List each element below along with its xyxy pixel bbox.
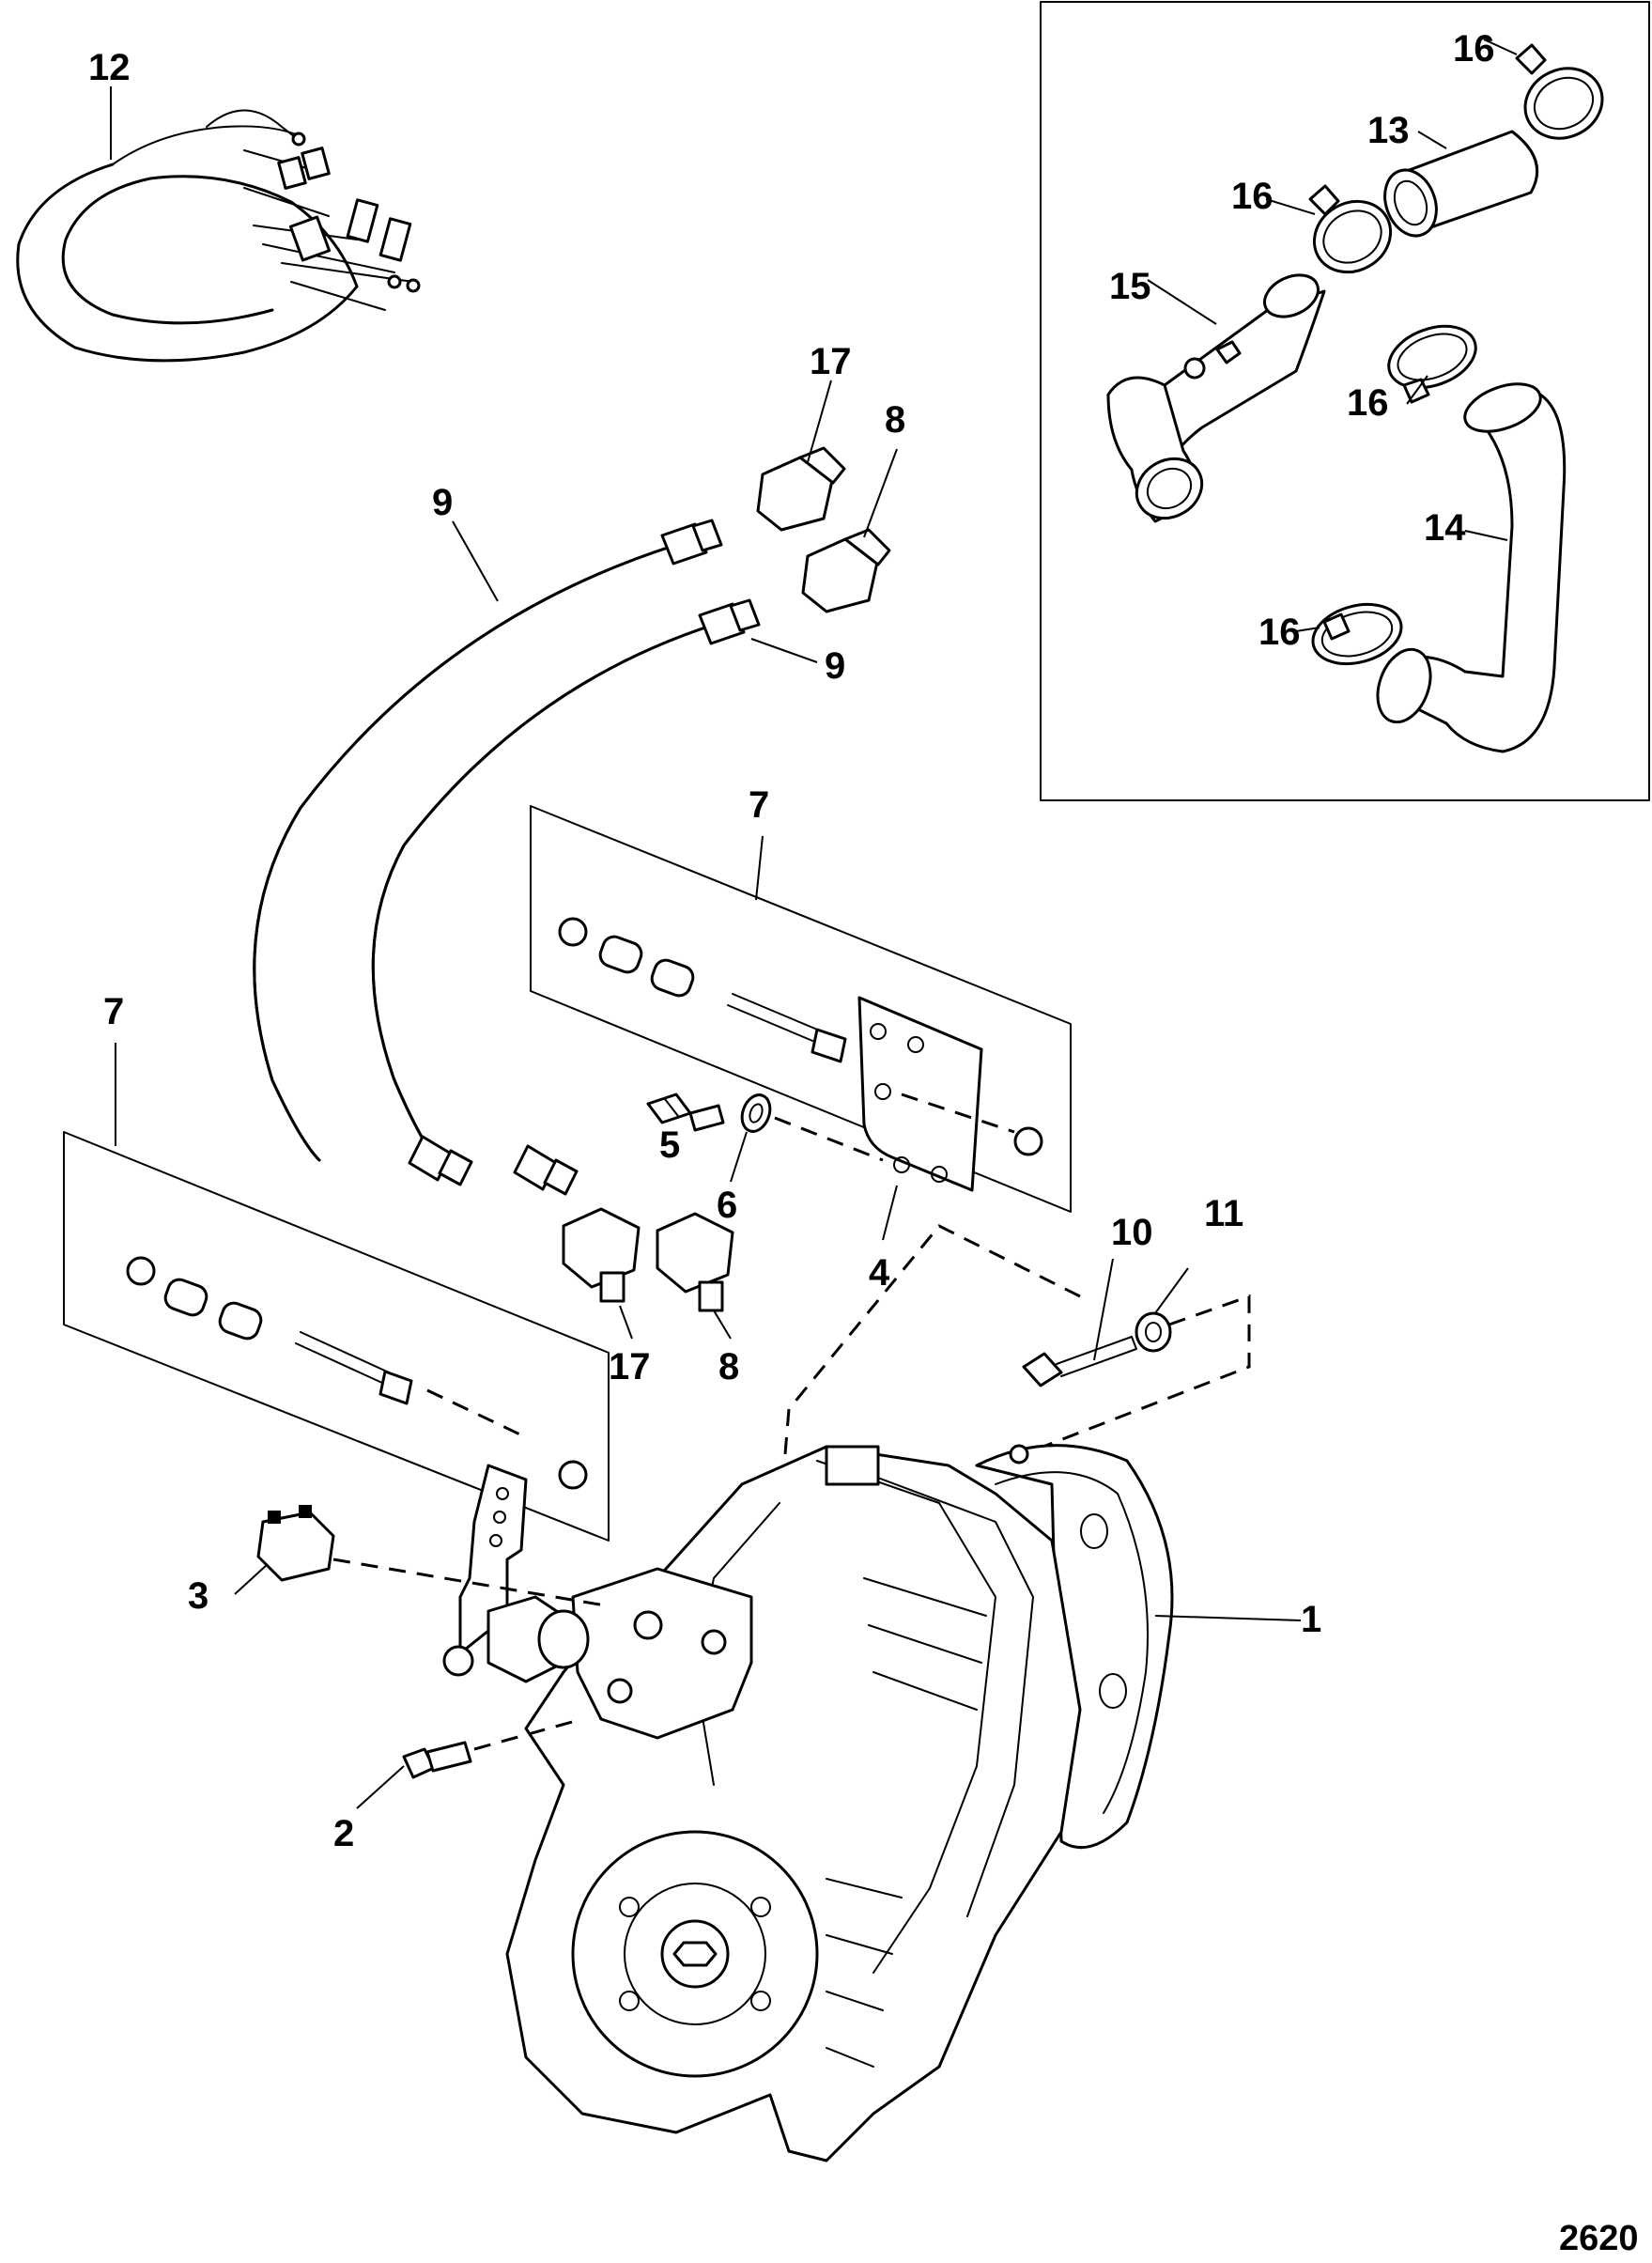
callout-9-left: 9: [432, 482, 453, 523]
temperature-switch-3: [256, 1505, 611, 1608]
hose-coupler: [1383, 130, 1539, 238]
callout-7-upper: 7: [749, 784, 769, 826]
callout-16-a: 16: [1453, 28, 1495, 70]
callout-15: 15: [1109, 266, 1151, 307]
callout-2: 2: [333, 1813, 354, 1854]
callout-5: 5: [659, 1124, 680, 1166]
callout-7-lower: 7: [103, 991, 124, 1032]
elbow-fitting-8-top: [801, 528, 891, 613]
callout-13: 13: [1367, 110, 1410, 151]
callout-16-c: 16: [1347, 382, 1389, 424]
callout-14: 14: [1424, 507, 1466, 549]
mounting-bracket-lower: [458, 1464, 528, 1655]
callout-8-top: 8: [885, 399, 905, 441]
hose-clamp-bottom: [1311, 602, 1403, 666]
mounting-kit-panel-upper: [530, 805, 1072, 1213]
hose-clamp-right: [1387, 324, 1477, 404]
washer-11: [1135, 1311, 1172, 1353]
callout-17-bottom: 17: [609, 1346, 651, 1387]
leader-lines: [110, 39, 1518, 1809]
callout-16-d: 16: [1258, 612, 1301, 653]
callout-11: 11: [1204, 1193, 1243, 1234]
transmission-assembly: [442, 1444, 1174, 2162]
bolt-alignment-line: [1018, 1294, 1251, 1458]
callout-1: 1: [1301, 1599, 1321, 1640]
elbow-hose-with-fitting: [1106, 273, 1326, 523]
callout-3: 3: [188, 1575, 208, 1617]
hose-clamp-middle: [1308, 184, 1393, 274]
bracket-alignment-line: [782, 1224, 1081, 1466]
mounting-bracket-4: [857, 996, 983, 1192]
callout-16-b: 16: [1231, 176, 1274, 217]
hose-clamp-top: [1515, 43, 1604, 140]
elbow-fitting-17-top: [756, 446, 846, 532]
pressure-switch-2: [402, 1717, 583, 1779]
bolt-5: [646, 1093, 725, 1132]
figure-number: 2620: [1559, 2219, 1639, 2258]
oil-cooler-hoses: [253, 519, 761, 1196]
inset-frame: [1040, 1, 1650, 801]
callout-10: 10: [1111, 1212, 1153, 1253]
inset-cooling-kit: [1040, 1, 1650, 801]
callout-8-bottom: 8: [718, 1346, 739, 1387]
mounting-kit-panel-lower: [63, 1131, 610, 1542]
elbow-fitting-8-bottom: [656, 1212, 734, 1312]
elbow-fitting-17-bottom: [562, 1207, 641, 1303]
callout-12: 12: [88, 47, 131, 88]
bolt-10: [1022, 1336, 1137, 1387]
callout-6: 6: [717, 1185, 737, 1226]
wiring-harness: [16, 109, 421, 363]
callout-9-right: 9: [825, 645, 845, 687]
callout-labels: 1 2 3 4 5 6 7 7 8 8 9 9 10 11 12 13 14 1…: [88, 28, 1639, 2258]
callout-17-top: 17: [810, 341, 852, 382]
callout-4: 4: [869, 1252, 890, 1294]
formed-hose: [1376, 382, 1567, 753]
washer-6: [740, 1093, 884, 1162]
